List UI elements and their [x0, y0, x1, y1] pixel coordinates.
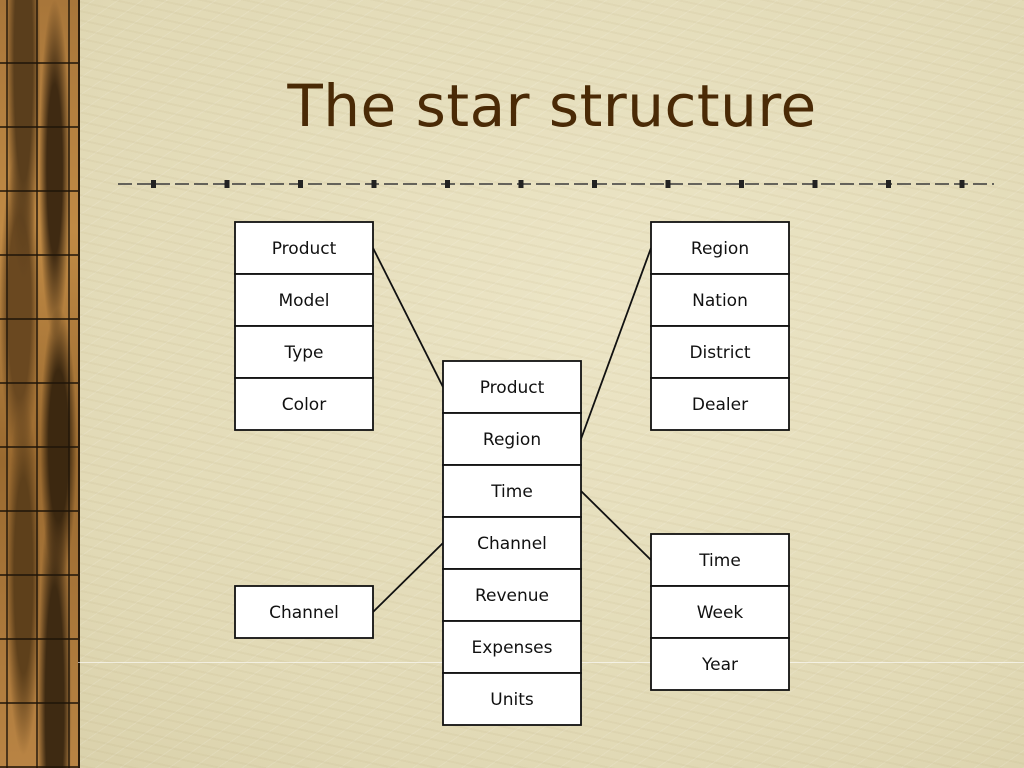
table-channel-dim: Channel: [234, 585, 374, 639]
divider-dot: [812, 180, 818, 188]
table-cell: [442, 620, 582, 674]
table-cell: [442, 412, 582, 466]
table-cell: [650, 273, 790, 327]
table-cell-label: Week: [697, 603, 744, 623]
slide-title: The star structure: [287, 72, 817, 140]
table-cell-label: Region: [691, 239, 749, 259]
table-cell-label: Channel: [269, 603, 339, 623]
table-cell: [442, 360, 582, 414]
table-cell-label: Type: [283, 343, 323, 363]
connector-product: [372, 247, 444, 388]
table-cell-label: Expenses: [472, 638, 553, 658]
table-cell-label: Year: [701, 655, 738, 675]
table-cell-label: District: [689, 343, 750, 363]
divider-dot: [224, 180, 230, 188]
divider-dot: [445, 180, 450, 188]
divider-dot: [371, 180, 377, 188]
table-cell-label: Units: [490, 690, 534, 710]
table-cell: [442, 516, 582, 570]
table-cell-label: Color: [282, 395, 326, 415]
table-cell-label: Time: [490, 482, 533, 502]
side-strip-grid: [0, 0, 78, 768]
divider-dot: [739, 180, 744, 188]
table-cell-label: Dealer: [692, 395, 748, 415]
table-cell-label: Nation: [692, 291, 748, 311]
title-divider: [118, 180, 994, 188]
table-cell-label: Revenue: [475, 586, 549, 606]
table-cell: [650, 637, 790, 691]
divider-dot: [298, 180, 303, 188]
divider-dot: [151, 180, 156, 188]
table-cell: [442, 672, 582, 726]
divider-dot: [959, 180, 965, 188]
divider-dot: [665, 180, 671, 188]
table-cell: [650, 533, 790, 587]
connector-time: [580, 490, 652, 561]
table-cell: [234, 585, 374, 639]
table-cell-label: Product: [480, 378, 545, 398]
table-cell: [442, 568, 582, 622]
table-cell: [650, 325, 790, 379]
table-cell-label: Region: [483, 430, 541, 450]
table-cell: [650, 377, 790, 431]
table-cell: [650, 221, 790, 275]
table-cell: [234, 377, 374, 431]
table-cell-label: Time: [698, 551, 741, 571]
table-cell-label: Model: [278, 291, 329, 311]
table-fact: ProductRegionTimeChannelRevenueExpensesU…: [442, 360, 582, 726]
table-cell-label: Product: [272, 239, 337, 259]
connector-region: [580, 247, 652, 440]
divider-dot: [886, 180, 891, 188]
table-cell-label: Channel: [477, 534, 547, 554]
connector-channel: [372, 542, 444, 613]
divider-dot: [518, 180, 524, 188]
divider-dot: [592, 180, 597, 188]
